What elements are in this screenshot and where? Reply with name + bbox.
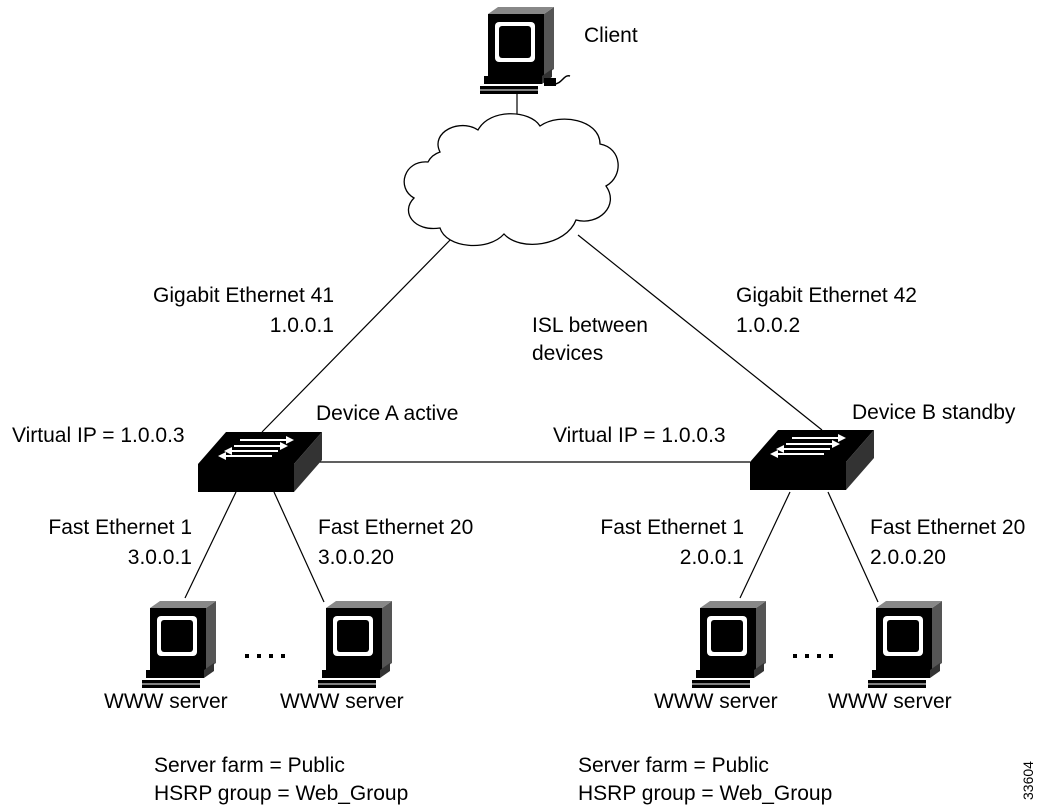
switch-icon <box>749 429 875 491</box>
computer-icon <box>479 6 571 95</box>
server-icon <box>691 600 767 689</box>
device-b-fast-ethernet-1-ip: 2.0.0.1 <box>679 546 744 569</box>
device-b-fast-ethernet-20-label: Fast Ethernet 20 <box>870 516 1026 539</box>
device-a-fast-ethernet-20-link <box>273 491 325 603</box>
device-a-fast-ethernet-1-label: Fast Ethernet 1 <box>48 516 192 539</box>
device-a-fast-ethernet-20-label: Fast Ethernet 20 <box>318 516 474 539</box>
device-a-virtual-ip: Virtual IP = 1.0.0.3 <box>12 424 185 447</box>
gigabit-ethernet-42-link <box>577 234 823 431</box>
device-b-fast-ethernet-20-link <box>827 491 879 603</box>
server-icon <box>141 600 217 689</box>
gigabit-ethernet-42-ip: 1.0.0.2 <box>736 314 801 337</box>
device-a-fast-ethernet-20-ip: 3.0.0.20 <box>318 546 394 569</box>
device-b-server-2-label: WWW server <box>828 690 952 713</box>
device-b-fast-ethernet-1-label: Fast Ethernet 1 <box>600 516 744 539</box>
gigabit-ethernet-42-label: Gigabit Ethernet 42 <box>736 284 917 307</box>
device-b-server-farm: Server farm = Public <box>578 754 769 777</box>
device-b-fast-ethernet-20-ip: 2.0.0.20 <box>870 546 946 569</box>
gigabit-ethernet-41-ip: 1.0.0.1 <box>269 314 334 337</box>
isl-label-line1: ISL between <box>532 314 648 337</box>
device-b-hsrp-group: HSRP group = Web_Group <box>578 782 833 805</box>
client-label: Client <box>584 24 638 47</box>
device-a-fast-ethernet-1-link <box>184 491 237 599</box>
connection-lines <box>184 92 879 603</box>
gigabit-ethernet-41-link <box>261 234 456 433</box>
device-b-virtual-ip: Virtual IP = 1.0.0.3 <box>553 424 726 447</box>
more-servers-dots <box>245 654 833 658</box>
device-a-fast-ethernet-1-ip: 3.0.0.1 <box>127 546 192 569</box>
device-b-fast-ethernet-1-link <box>739 491 791 599</box>
switch-icon <box>197 431 323 493</box>
isl-label-line2: devices <box>532 342 604 365</box>
gigabit-ethernet-41-label: Gigabit Ethernet 41 <box>153 284 334 307</box>
server-icon <box>317 600 393 689</box>
device-a-server-2-label: WWW server <box>280 690 404 713</box>
device-b-label: Device B standby <box>852 401 1016 424</box>
figure-id: 33604 <box>1020 761 1036 800</box>
device-a-server-1-label: WWW server <box>104 690 228 713</box>
server-icon <box>867 600 943 689</box>
device-a-label: Device A active <box>316 402 459 425</box>
device-a-hsrp-group: HSRP group = Web_Group <box>154 782 409 805</box>
device-a-server-farm: Server farm = Public <box>154 754 345 777</box>
device-b-server-1-label: WWW server <box>654 690 778 713</box>
network-cloud-icon <box>403 113 619 247</box>
